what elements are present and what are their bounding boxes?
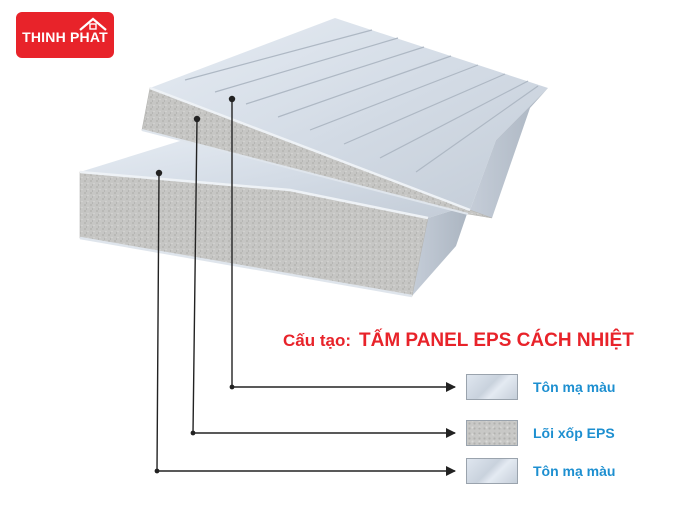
- lower-panel-top-sheet: [80, 136, 470, 218]
- upper-panel-right-edge: [470, 88, 548, 218]
- brand-name: THINH PHAT: [22, 29, 108, 45]
- legend-label-eps-core: Lõi xốp EPS: [533, 425, 615, 441]
- legend-swatch-eps-core: [466, 420, 518, 446]
- title-main: TẤM PANEL EPS CÁCH NHIỆT: [359, 330, 634, 351]
- house-roof-icon: [79, 17, 107, 31]
- upper-panel-ribs: [184, 29, 539, 173]
- leader-dot-bottom-sheet: [155, 169, 163, 177]
- leader-dot-eps-core: [193, 115, 201, 123]
- brand-logo: THINH PHAT: [16, 12, 114, 58]
- legend-label-bottom-sheet: Tôn mạ màu: [533, 463, 616, 479]
- legend-label-top-sheet: Tôn mạ màu: [533, 379, 616, 395]
- upper-panel: [141, 18, 548, 219]
- legend-swatch-bottom-sheet: [466, 458, 518, 484]
- lower-panel-right-edge: [412, 205, 470, 296]
- lower-panel: [79, 136, 470, 298]
- diagram-title: Cấu tạo: TẤM PANEL EPS CÁCH NHIỆT: [283, 330, 634, 352]
- leader-dot-top-sheet: [228, 95, 236, 103]
- upper-panel-top-sheet: [150, 18, 548, 210]
- legend-swatch-top-sheet: [466, 374, 518, 400]
- title-prefix: Cấu tạo:: [283, 331, 351, 350]
